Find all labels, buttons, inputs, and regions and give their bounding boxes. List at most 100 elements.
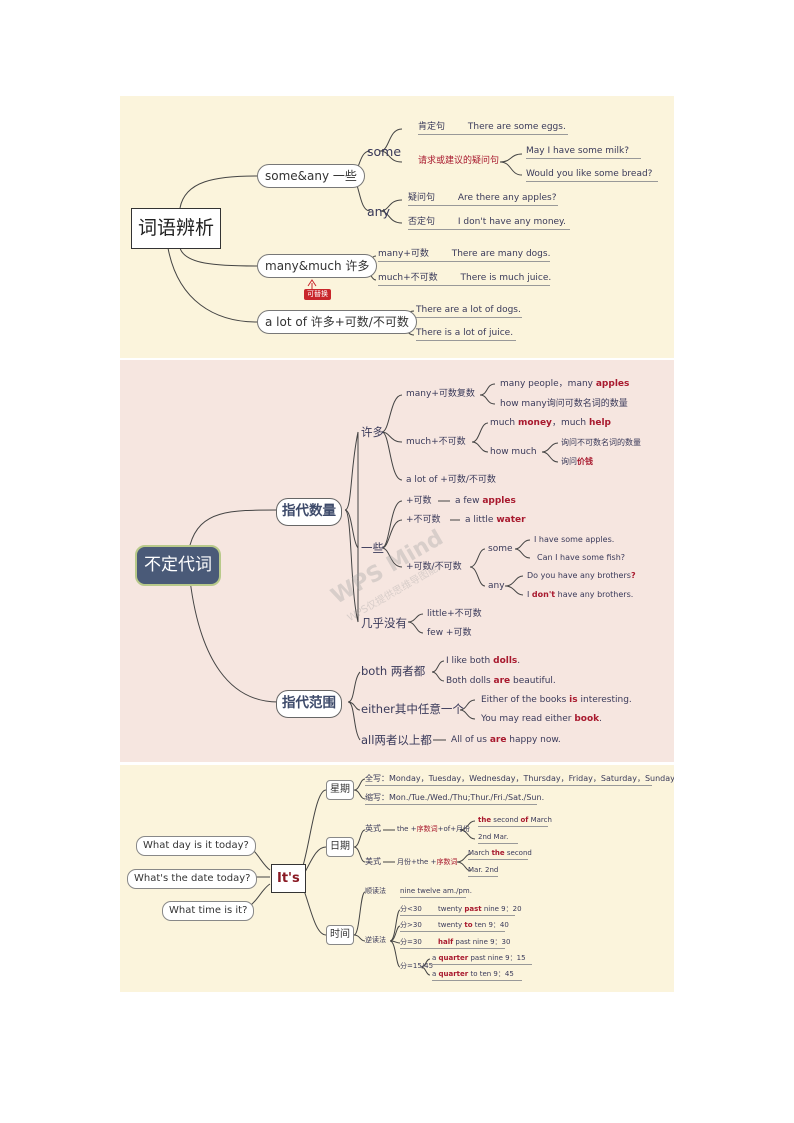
week-short: 缩写：Mon./Tue./Wed./Thu;Thur./Fri./Sat./Su… bbox=[365, 794, 544, 805]
either-label: either其中任意一个 bbox=[361, 702, 464, 716]
quarter-past-c: past nine 9：15 bbox=[468, 954, 526, 962]
us-example-1: March the second bbox=[468, 850, 532, 860]
both-example-2-c: beautiful. bbox=[510, 676, 556, 686]
countable-label: +可数 bbox=[406, 496, 432, 506]
either-example-1-c: interesting. bbox=[577, 695, 632, 705]
either-example-2-a: You may read either bbox=[481, 714, 575, 724]
word-analysis-root: 词语辨析 bbox=[131, 208, 222, 249]
reverse-row-3: 分=30 half past nine 9：30 bbox=[400, 938, 510, 949]
date-node: 日期 bbox=[326, 837, 354, 857]
any-example-1-text: Do you have any brothers bbox=[527, 571, 631, 580]
us-example-2: Mar. 2nd bbox=[468, 867, 498, 877]
time-node: 时间 bbox=[326, 925, 354, 945]
all-example-c: happy now. bbox=[506, 735, 561, 745]
much-example: much money，much help bbox=[490, 419, 611, 428]
question-what-day: What day is it today? bbox=[136, 836, 256, 856]
a-few-example: a few apples bbox=[455, 497, 516, 506]
negative-row: 否定句 I don't have any money. bbox=[408, 218, 570, 230]
either-example-2-book: book bbox=[574, 714, 600, 724]
all-example-are: are bbox=[489, 735, 507, 745]
reverse-row-2-a: twenty bbox=[438, 921, 465, 929]
both-example-2-a: Both dolls bbox=[446, 676, 494, 686]
question-label: 疑问句 bbox=[408, 193, 436, 203]
quarter-past-quarter: quarter bbox=[438, 954, 469, 962]
reverse-row-4-example-1: a quarter past nine 9：15 bbox=[432, 955, 532, 965]
reverse-row-2-to: to bbox=[464, 921, 473, 929]
many-much-node: many&much 许多 bbox=[257, 254, 378, 278]
either-example-1-a: Either of the books bbox=[481, 695, 570, 705]
both-example-1-a: I like both bbox=[446, 656, 494, 666]
both-example-2: Both dolls are beautiful. bbox=[446, 677, 556, 686]
reverse-row-1-a: twenty bbox=[438, 905, 465, 913]
section-date-time: What day is it today? What's the date to… bbox=[120, 765, 674, 992]
positive-sentence-row: 肯定句 There are some eggs. bbox=[418, 123, 568, 135]
few-label: few +可数 bbox=[427, 628, 472, 638]
how-much-use-2: 询问价钱 bbox=[561, 458, 593, 466]
a-little-example: a little water bbox=[465, 516, 526, 525]
question-what-time: What time is it? bbox=[162, 901, 255, 921]
much-example-help: help bbox=[588, 418, 611, 428]
week-node: 星期 bbox=[326, 780, 354, 800]
positive-example: There are some eggs. bbox=[467, 122, 566, 132]
uk-example-1: the second of March bbox=[478, 816, 552, 827]
positive-sentence-label: 肯定句 bbox=[418, 122, 446, 132]
scope-node: 指代范围 bbox=[276, 690, 342, 718]
reverse-row-4-cond: 分=15/45 bbox=[400, 962, 434, 970]
many-example-1-highlight: apples bbox=[595, 379, 630, 389]
both-example-1-c: . bbox=[517, 656, 521, 666]
both-example-1: I like both dolls. bbox=[446, 657, 520, 666]
any-example-2-a: I bbox=[527, 590, 532, 599]
uk-example-the: the bbox=[478, 816, 492, 824]
uk-label: 英式 bbox=[365, 824, 381, 833]
question-example: Are there any apples? bbox=[457, 193, 557, 203]
many-countable-label: many+可数复数 bbox=[406, 389, 475, 399]
negative-label: 否定句 bbox=[408, 217, 436, 227]
reverse-row-4-example-2: a quarter to ten 9：45 bbox=[432, 971, 522, 981]
a-few-text: a few bbox=[455, 496, 483, 506]
uk-rule: the +序数词+of+月份 bbox=[397, 826, 470, 833]
any-example-2-dont: don't bbox=[531, 590, 556, 599]
reverse-row-3-half: half bbox=[438, 938, 454, 946]
how-much-use-1: 询问不可数名词的数量 bbox=[561, 438, 641, 447]
a-lot-of-node: a lot of 许多+可数/不可数 bbox=[257, 310, 417, 334]
many-example-1: many people，many apples bbox=[500, 380, 629, 389]
either-example-1: Either of the books is interesting. bbox=[481, 696, 632, 705]
much-example-money: money bbox=[517, 418, 552, 428]
much-uncountable-label: much+不可数 bbox=[406, 437, 466, 447]
reverse-row-1-past: past bbox=[464, 905, 482, 913]
little-label: little+不可数 bbox=[427, 609, 482, 619]
uk-rule-c: +of+月份 bbox=[437, 825, 471, 833]
us-example-second: second bbox=[504, 849, 532, 857]
both-types-label: +可数/不可数 bbox=[406, 562, 462, 572]
direct-reading-example: nine twelve am./pm. bbox=[400, 888, 472, 898]
request-question-label: 请求或建议的疑问句 bbox=[418, 156, 500, 166]
quarter-to-quarter: quarter bbox=[438, 970, 469, 978]
us-rule: 月份+the +序数词 bbox=[397, 859, 457, 866]
yixie-some-label: some bbox=[488, 544, 513, 554]
many-example-1-text: many people，many bbox=[500, 379, 596, 389]
reverse-row-1: 分<30 twenty past nine 9：20 bbox=[400, 905, 522, 916]
much-example: There is much juice. bbox=[460, 273, 552, 283]
week-full: 全写：Monday，Tuesday，Wednesday，Thursday，Fri… bbox=[365, 775, 674, 786]
reverse-row-1-cond: 分<30 bbox=[400, 905, 422, 913]
both-example-1-dolls: dolls bbox=[493, 656, 518, 666]
uk-rule-ordinal: 序数词 bbox=[416, 825, 438, 833]
a-lot-of-label: a lot of +可数/不可数 bbox=[406, 475, 496, 485]
a-little-water: water bbox=[496, 515, 526, 525]
negative-example: I don't have any money. bbox=[457, 217, 566, 227]
any-example-1: Do you have any brothers? bbox=[527, 572, 636, 580]
much-example-text-c: ，much bbox=[551, 418, 589, 428]
reverse-row-3-c: past nine 9：30 bbox=[453, 938, 511, 946]
many-example: There are many dogs. bbox=[451, 249, 551, 259]
all-example: All of us are happy now. bbox=[451, 736, 561, 745]
request-example-2: Would you like some bread? bbox=[526, 170, 658, 182]
jihu-label: 几乎没有 bbox=[361, 616, 407, 630]
how-much-label: how much bbox=[490, 447, 537, 457]
yixie-label: 一些 bbox=[361, 541, 384, 555]
either-example-2: You may read either book. bbox=[481, 715, 602, 724]
all-example-a: All of us bbox=[451, 735, 490, 745]
both-example-2-are: are bbox=[493, 676, 511, 686]
uk-example-second: second bbox=[491, 816, 521, 824]
either-example-2-c: . bbox=[599, 714, 603, 724]
uk-example-march: March bbox=[528, 816, 552, 824]
